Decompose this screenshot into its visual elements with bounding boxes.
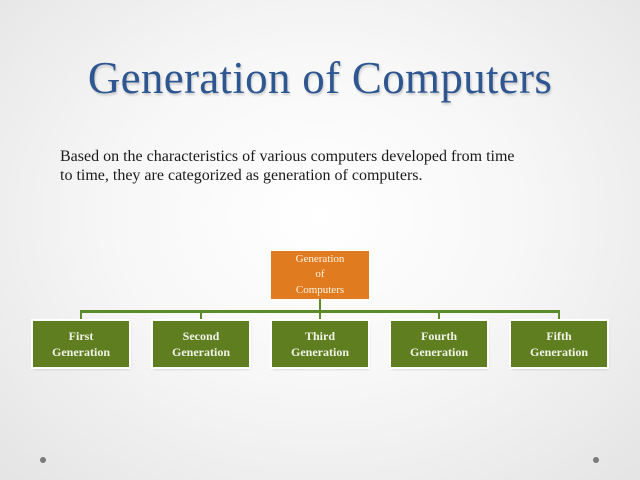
connector-third (319, 310, 321, 321)
node-fourth-generation: Fourth Generation (391, 321, 487, 367)
slide-title: Generation of Computers (87, 53, 553, 103)
node-label-2: Generation (410, 345, 468, 359)
connector-fifth (558, 310, 560, 321)
decorative-dot-left (40, 457, 46, 463)
node-label-2: Generation (291, 345, 349, 359)
node-label-1: Second (182, 329, 220, 343)
intro-line-1: Based on the characteristics of various … (60, 148, 515, 165)
root-node-line-1: Generation (295, 252, 345, 265)
node-first-generation: First Generation (33, 321, 129, 367)
node-second-generation: Second Generation (153, 321, 249, 367)
node-third-generation: Third Generation (272, 321, 368, 367)
intro-text: Based on the characteristics of various … (60, 147, 600, 185)
node-label-1: Fourth (421, 329, 457, 343)
node-fifth-generation: Fifth Generation (511, 321, 607, 367)
connector-root-stem (319, 299, 321, 312)
root-node-line-2: of (315, 268, 325, 281)
decorative-dot-right (593, 457, 599, 463)
node-label-2: Generation (52, 345, 110, 359)
intro-line-2: to time, they are categorized as generat… (60, 167, 423, 184)
node-label-1: Third (304, 329, 335, 343)
node-label-1: First (68, 329, 94, 343)
connector-fourth (438, 310, 440, 321)
root-node-line-3: Computers (295, 283, 345, 296)
connector-first (80, 310, 82, 321)
connector-second (200, 310, 202, 321)
node-label-2: Generation (530, 345, 588, 359)
node-label-2: Generation (172, 345, 230, 359)
root-node: Generation of Computers (271, 251, 369, 299)
node-label-1: Fifth (546, 329, 572, 343)
